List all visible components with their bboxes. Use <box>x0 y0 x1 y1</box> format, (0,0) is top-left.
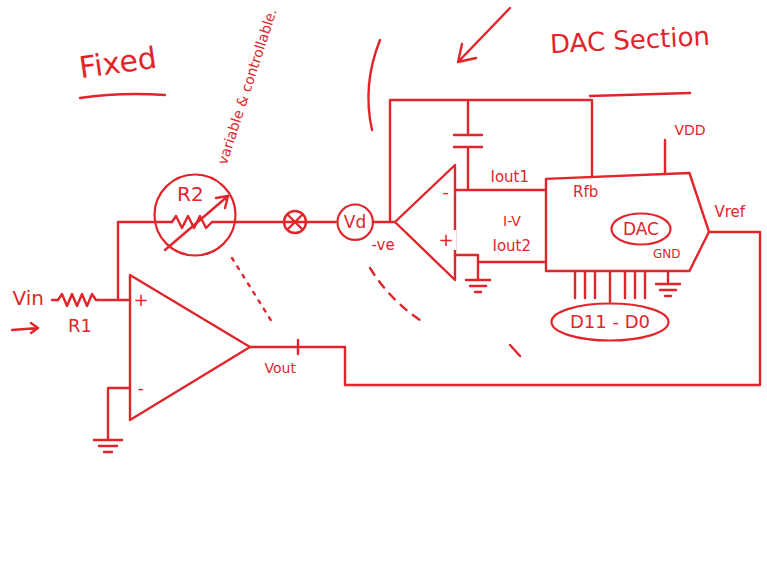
wire <box>455 255 545 280</box>
wire-connector <box>609 272 611 302</box>
wire <box>390 100 592 222</box>
signal-label: Vd <box>344 213 366 232</box>
dashed-stroke <box>510 345 520 356</box>
wire <box>108 388 130 440</box>
wire <box>373 221 395 223</box>
wire <box>667 272 669 284</box>
opamp-sign: - <box>136 378 147 398</box>
signal-label: Vout <box>263 361 298 376</box>
pin-label: VDD <box>673 123 708 138</box>
dac-block: RfbGND DAC <box>545 172 710 272</box>
underline <box>80 94 165 98</box>
digital-input-oval-outline <box>552 304 669 341</box>
polarity-note: -ve <box>370 237 397 254</box>
block-label: DAC <box>623 220 659 239</box>
dashed-stroke <box>370 268 420 320</box>
tick-mark <box>297 340 299 354</box>
wire <box>250 232 760 385</box>
annotation-text: variable & controllable. <box>214 4 280 168</box>
ground-symbol <box>656 284 680 296</box>
signal-label: Iout1 <box>489 169 532 186</box>
signal-label: Vin <box>11 287 46 309</box>
capacitor-symbol <box>454 100 482 190</box>
wire <box>455 189 545 191</box>
opamp-symbol <box>130 275 250 420</box>
pin-label: GND <box>653 248 681 261</box>
component-label: R2 <box>177 183 204 205</box>
dac-core-circle: DAC <box>610 212 672 246</box>
resistor-symbol <box>58 294 130 306</box>
opamp-sign: + <box>437 230 456 250</box>
opamp-sign: - <box>441 182 452 202</box>
dotted-line <box>232 258 272 322</box>
resistor-symbol <box>172 216 237 228</box>
opamp-sign: + <box>132 290 151 310</box>
wire-connector <box>237 221 336 223</box>
ground-symbol <box>466 280 490 292</box>
pointer-arrow <box>458 8 510 62</box>
digital-input-oval: D11 - D0 <box>550 302 670 342</box>
input-arrow <box>12 323 38 333</box>
bracket-stroke <box>368 40 380 130</box>
underline <box>590 93 690 96</box>
ground-symbol <box>94 440 122 452</box>
pin-label: Rfb <box>573 184 598 201</box>
section-title: DAC Section <box>547 21 712 58</box>
node-voltage-circle-outline <box>337 204 372 239</box>
dac-block-outline <box>546 173 709 271</box>
signal-label: Iout2 <box>491 238 534 255</box>
variable-resistor-circle: R2 <box>153 173 237 257</box>
component-label: R1 <box>66 316 94 336</box>
dac-core-circle-outline <box>612 214 671 245</box>
wire <box>118 222 172 300</box>
node-voltage-circle: Vd <box>336 203 374 241</box>
supply-pin <box>664 140 666 174</box>
signal-label: I-V <box>501 214 523 229</box>
opamp-symbol <box>395 165 455 280</box>
pin-label: Vref <box>713 204 748 221</box>
variable-resistor-circle-outline <box>155 175 236 256</box>
bus-label: D11 - D0 <box>570 312 650 332</box>
annotation-text: Fixed <box>75 40 161 84</box>
